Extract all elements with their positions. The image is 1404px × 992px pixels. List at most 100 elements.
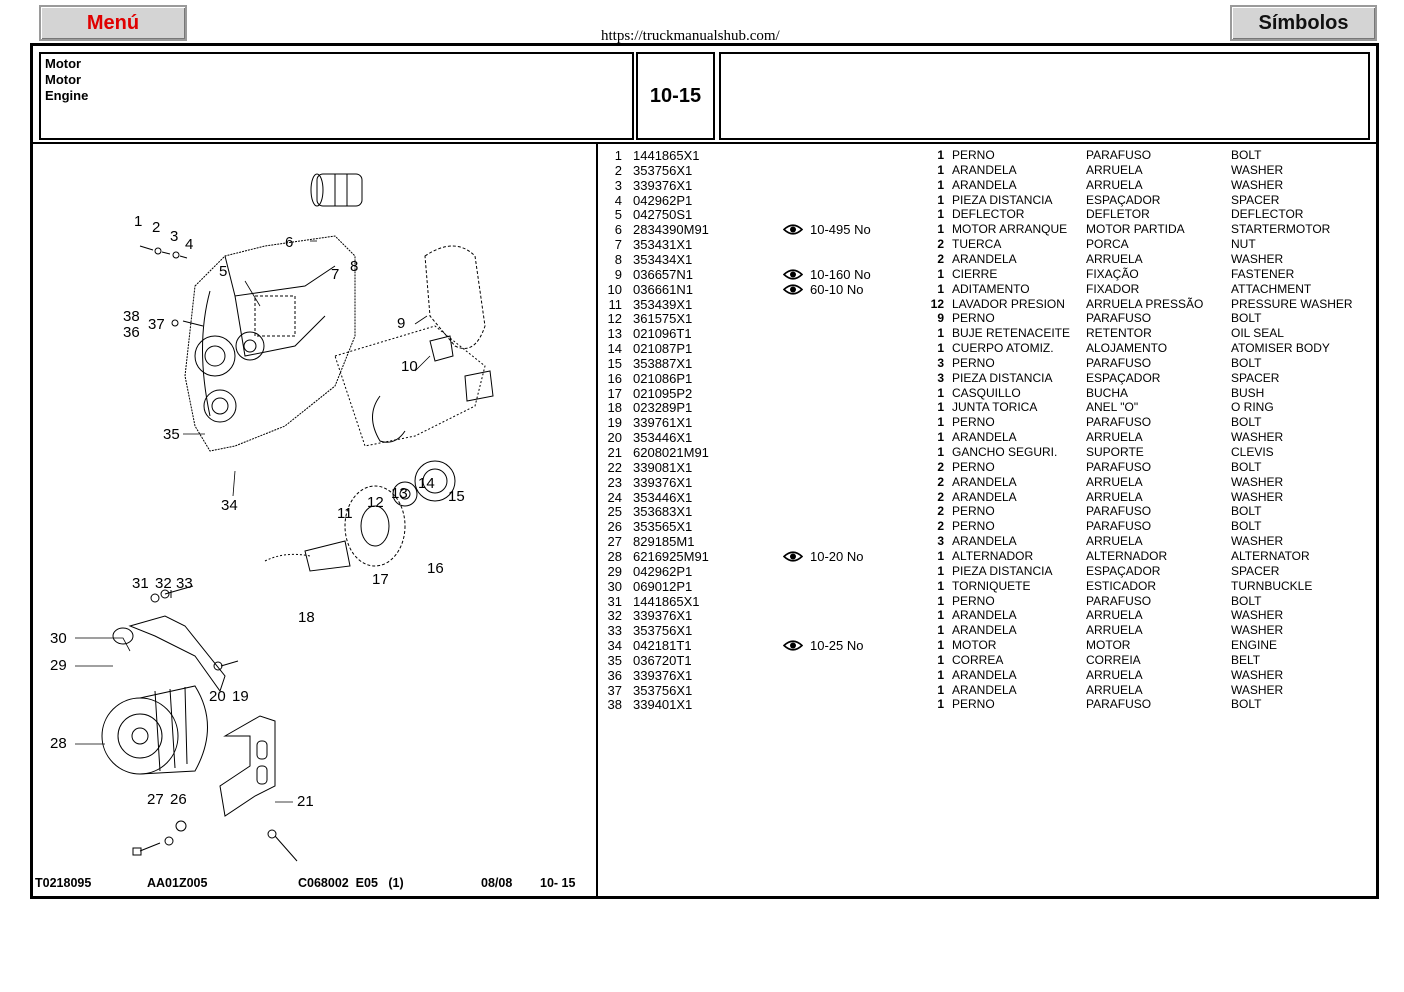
part-name-en: TURNBUCKLE bbox=[1231, 578, 1313, 593]
cross-reference[interactable]: 10-495 No bbox=[782, 222, 871, 237]
part-quantity: 1 bbox=[937, 667, 944, 682]
svg-text:6: 6 bbox=[285, 234, 293, 251]
part-quantity: 1 bbox=[937, 593, 944, 608]
part-name-en: WASHER bbox=[1231, 162, 1284, 177]
part-name-es: PERNO bbox=[952, 504, 995, 519]
part-name-pt: PARAFUSO bbox=[1086, 593, 1152, 608]
part-index: 31 bbox=[607, 593, 622, 609]
part-index: 6 bbox=[614, 222, 622, 238]
part-name-en: BOLT bbox=[1231, 148, 1262, 162]
section-title-pt: Motor bbox=[45, 72, 82, 87]
part-name-pt: ARRUELA bbox=[1086, 474, 1143, 489]
section-title-en: Engine bbox=[45, 88, 89, 103]
part-quantity: 1 bbox=[937, 638, 944, 653]
svg-text:27: 27 bbox=[147, 791, 164, 808]
svg-text:13: 13 bbox=[391, 485, 408, 502]
cross-reference[interactable]: 10-20 No bbox=[782, 549, 863, 564]
part-number: 023289P1 bbox=[633, 400, 693, 416]
part-number: 021087P1 bbox=[633, 341, 693, 357]
eye-icon bbox=[782, 551, 804, 562]
part-number: 6216925M91 bbox=[633, 548, 709, 564]
part-quantity: 3 bbox=[937, 370, 944, 385]
menu-button[interactable]: Menú bbox=[39, 5, 187, 41]
part-name-en: WASHER bbox=[1231, 608, 1284, 623]
cross-reference[interactable]: 60-10 No bbox=[782, 282, 863, 297]
part-name-es: ARANDELA bbox=[952, 608, 1017, 623]
part-name-en: ENGINE bbox=[1231, 638, 1278, 653]
cross-reference[interactable]: 10-160 No bbox=[782, 267, 871, 282]
svg-text:28: 28 bbox=[50, 735, 67, 752]
part-quantity: 2 bbox=[937, 459, 944, 474]
part-name-pt: CORREIA bbox=[1086, 652, 1141, 667]
drawing-footer: T0218095 AA01Z005 C068002 E05 (1) 08/08 … bbox=[35, 873, 595, 893]
footer-page: 10- 15 bbox=[540, 876, 576, 890]
svg-text:32: 32 bbox=[155, 575, 172, 592]
part-index: 33 bbox=[607, 623, 622, 639]
part-name-en: WASHER bbox=[1231, 489, 1284, 504]
part-name-en: BELT bbox=[1231, 652, 1261, 667]
cross-reference[interactable]: 10-25 No bbox=[782, 638, 863, 653]
part-name-en: ATTACHMENT bbox=[1231, 281, 1312, 296]
part-index: 37 bbox=[607, 682, 622, 698]
part-index: 1 bbox=[614, 148, 622, 163]
part-name-es: ADITAMENTO bbox=[952, 281, 1030, 296]
part-name-pt: PARAFUSO bbox=[1086, 415, 1152, 430]
page-reference: 10-15 bbox=[636, 52, 715, 140]
footer-code-1: T0218095 bbox=[35, 876, 92, 890]
part-quantity: 1 bbox=[937, 563, 944, 578]
part-name-pt: ALOJAMENTO bbox=[1086, 341, 1168, 356]
part-name-pt: PORCA bbox=[1086, 237, 1129, 252]
part-index: 4 bbox=[614, 192, 622, 208]
footer-code-2: AA01Z005 bbox=[147, 876, 208, 890]
part-name-en: FASTENER bbox=[1231, 266, 1295, 281]
part-name-es: JUNTA TORICA bbox=[952, 400, 1038, 415]
part-name-es: ARANDELA bbox=[952, 489, 1017, 504]
part-index: 17 bbox=[607, 385, 622, 401]
eye-icon bbox=[782, 284, 804, 295]
part-index: 27 bbox=[607, 534, 622, 550]
part-name-es: PERNO bbox=[952, 415, 995, 430]
svg-text:34: 34 bbox=[221, 497, 238, 514]
divider bbox=[596, 142, 598, 896]
part-quantity: 1 bbox=[937, 162, 944, 177]
part-name-es: PERNO bbox=[952, 355, 995, 370]
part-name-pt: ARRUELA bbox=[1086, 162, 1143, 177]
part-name-en: PRESSURE WASHER bbox=[1231, 296, 1353, 311]
symbols-button[interactable]: Símbolos bbox=[1230, 5, 1377, 41]
part-name-en: WASHER bbox=[1231, 623, 1284, 638]
part-name-es: ARANDELA bbox=[952, 251, 1017, 266]
part-name-pt: SUPORTE bbox=[1086, 445, 1144, 459]
part-number: 339376X1 bbox=[633, 177, 693, 193]
part-name-en: WASHER bbox=[1231, 177, 1284, 192]
svg-text:20: 20 bbox=[209, 688, 226, 705]
footer-code-3: C068002 E05 (1) bbox=[298, 876, 404, 890]
part-name-pt: ARRUELA bbox=[1086, 667, 1143, 682]
svg-text:7: 7 bbox=[331, 266, 339, 283]
part-number: 042181T1 bbox=[633, 638, 692, 654]
part-name-pt: ESPAÇADOR bbox=[1086, 192, 1161, 207]
part-name-es: MOTOR ARRANQUE bbox=[952, 222, 1068, 237]
page-frame: Motor Motor Engine 10-15 bbox=[30, 43, 1379, 899]
part-name-en: BOLT bbox=[1231, 504, 1262, 519]
part-number: 1441865X1 bbox=[633, 148, 700, 163]
part-quantity: 1 bbox=[937, 445, 944, 459]
part-index: 9 bbox=[614, 266, 622, 282]
part-name-en: SPACER bbox=[1231, 370, 1280, 385]
part-name-en: STARTERMOTOR bbox=[1231, 222, 1331, 237]
part-quantity: 2 bbox=[937, 251, 944, 266]
part-name-es: ARANDELA bbox=[952, 162, 1017, 177]
part-name-pt: ESPAÇADOR bbox=[1086, 370, 1161, 385]
svg-text:12: 12 bbox=[367, 494, 384, 511]
part-name-pt: ARRUELA bbox=[1086, 177, 1143, 192]
part-name-es: CASQUILLO bbox=[952, 385, 1021, 400]
part-name-pt: PARAFUSO bbox=[1086, 311, 1152, 326]
source-url-link[interactable]: https://truckmanualshub.com/ bbox=[601, 28, 780, 44]
section-title-box: Motor Motor Engine bbox=[39, 52, 634, 140]
notes-box bbox=[719, 52, 1370, 140]
part-quantity: 1 bbox=[937, 578, 944, 593]
part-number: 339376X1 bbox=[633, 608, 693, 624]
part-name-pt: PARAFUSO bbox=[1086, 148, 1152, 162]
part-name-pt: MOTOR bbox=[1086, 638, 1131, 653]
part-number: 6208021M91 bbox=[633, 445, 709, 460]
